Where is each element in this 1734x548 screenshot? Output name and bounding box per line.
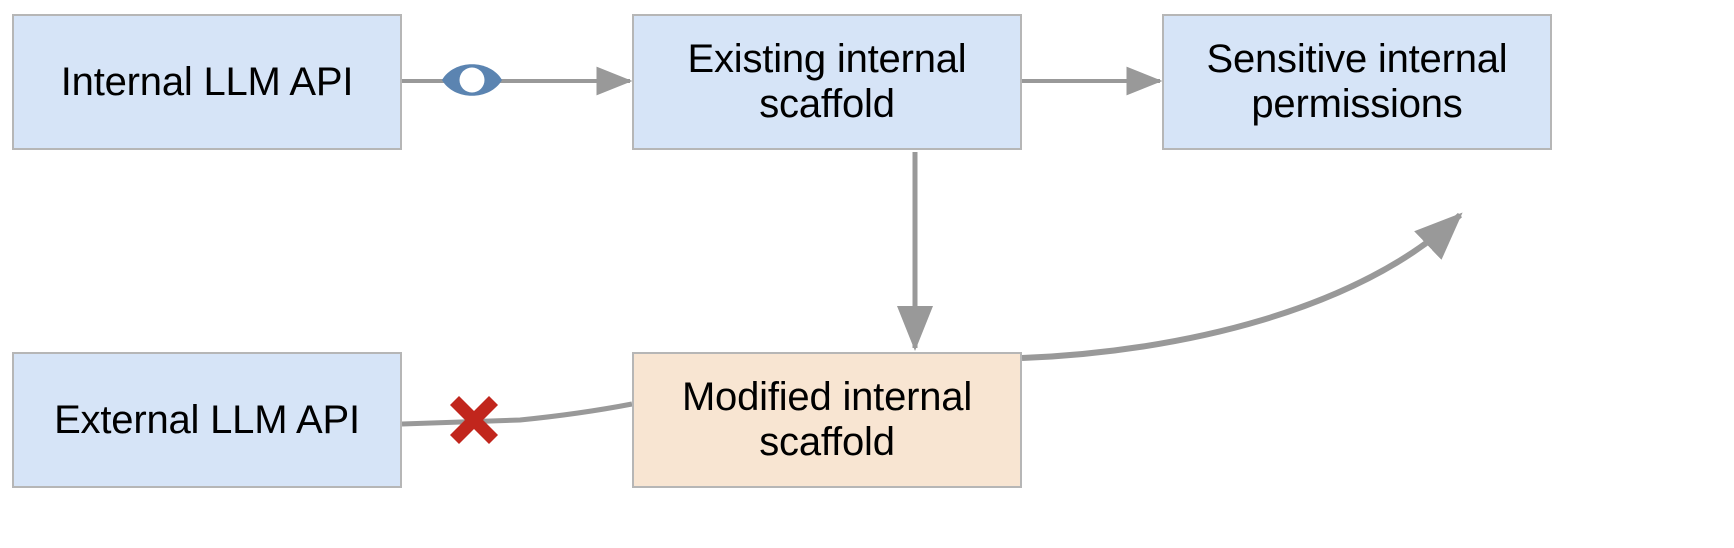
edge-modified-to-sensitive xyxy=(1021,212,1463,361)
node-internal-llm-api[interactable]: Internal LLM API xyxy=(12,14,402,150)
node-sensitive-internal-permissions[interactable]: Sensitive internal permissions xyxy=(1162,14,1552,150)
edge-external-to-modified xyxy=(401,401,633,427)
blocked-x-icon xyxy=(450,396,498,444)
node-existing-internal-scaffold[interactable]: Existing internal scaffold xyxy=(632,14,1022,150)
node-external-llm-api[interactable]: External LLM API xyxy=(12,352,402,488)
node-label: Existing internal scaffold xyxy=(687,37,967,126)
node-modified-internal-scaffold[interactable]: Modified internal scaffold xyxy=(632,352,1022,488)
node-label: Sensitive internal permissions xyxy=(1206,37,1508,126)
node-label: External LLM API xyxy=(54,397,360,442)
node-label: Modified internal scaffold xyxy=(681,375,973,464)
node-label: Internal LLM API xyxy=(60,59,354,104)
eye-icon xyxy=(442,64,502,96)
